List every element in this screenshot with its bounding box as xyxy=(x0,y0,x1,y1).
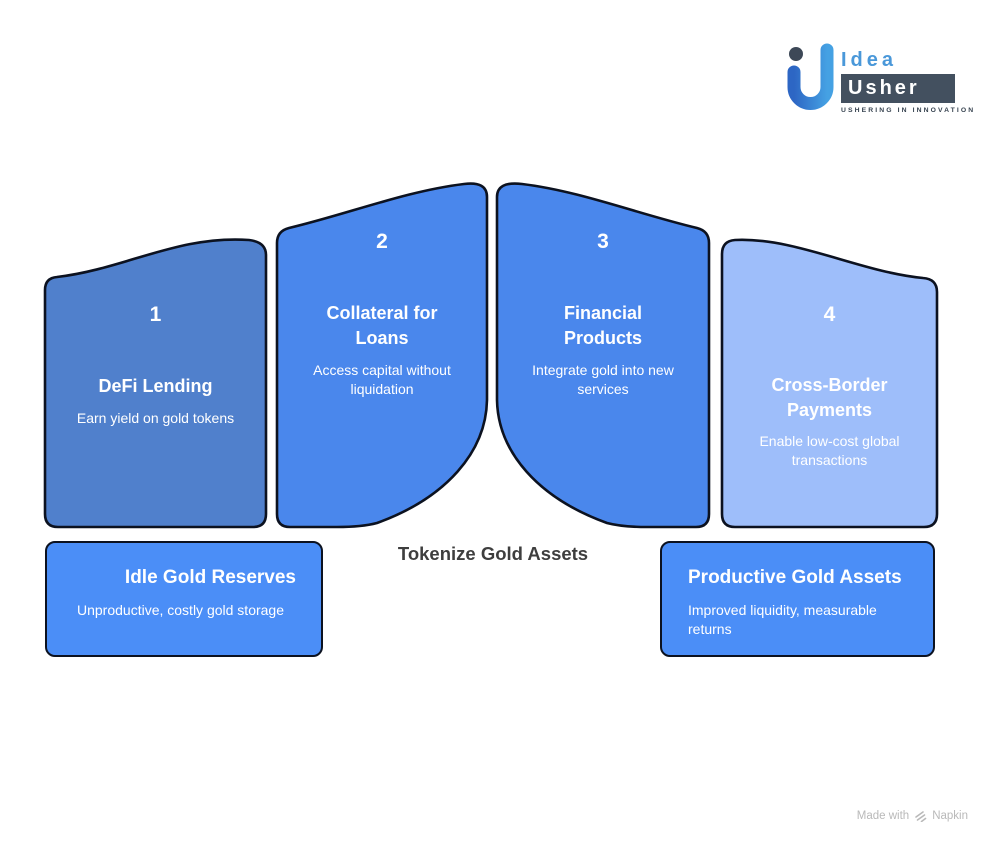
logo-brand-top: Idea xyxy=(841,49,898,71)
panel-2-text: Collateral for Loans Access capital with… xyxy=(277,301,487,399)
idle-gold-reserves-title: Idle Gold Reserves xyxy=(124,567,296,588)
idea-usher-logo: Idea Usher USHERING IN INNOVATION xyxy=(783,40,973,120)
panel-1-number: 1 xyxy=(149,303,162,326)
productive-gold-assets-subtitle: Improved liquidity, measurable returns xyxy=(688,602,877,637)
panel-shape-3 xyxy=(495,182,711,529)
panel-3-subtitle: Integrate gold into new services xyxy=(532,362,674,397)
napkin-icon xyxy=(915,811,927,822)
productive-gold-assets-title: Productive Gold Assets xyxy=(688,567,902,588)
idle-gold-reserves-subtitle: Unproductive, costly gold storage xyxy=(77,602,284,618)
footer-brand: Napkin xyxy=(932,809,968,822)
panel-4-number: 4 xyxy=(823,303,836,326)
idea-usher-u-icon xyxy=(787,43,834,110)
panel-2-subtitle: Access capital without liquidation xyxy=(313,362,451,397)
panel-shape-4 xyxy=(720,238,939,529)
panel-4-number-block: 4 xyxy=(722,303,937,327)
panel-4-subtitle: Enable low-cost global transactions xyxy=(759,433,900,468)
logo-tagline: USHERING IN INNOVATION xyxy=(841,107,976,114)
made-with-napkin-footer: Made with Napkin xyxy=(857,809,968,822)
panel-1-text: DeFi Lending Earn yield on gold tokens xyxy=(45,374,266,428)
panel-shape-1 xyxy=(43,238,268,529)
idle-gold-reserves-box: Idle Gold Reserves Unproductive, costly … xyxy=(45,541,323,657)
panel-3-number-block: 3 xyxy=(497,230,709,254)
panel-2-title: Collateral for Loans xyxy=(326,303,438,348)
panel-3-title: Financial Products xyxy=(563,303,643,348)
arch-diagram-shapes xyxy=(43,182,939,529)
center-title: Tokenize Gold Assets xyxy=(397,543,589,564)
panel-1-title: DeFi Lending xyxy=(98,376,213,396)
panel-4-text: Cross-Border Payments Enable low-cost gl… xyxy=(722,373,937,470)
footer-prefix: Made with xyxy=(856,809,910,822)
logo-text-block: Idea Usher USHERING IN INNOVATION xyxy=(841,48,975,120)
panel-2-number: 2 xyxy=(376,230,388,253)
productive-gold-assets-box: Productive Gold Assets Improved liquidit… xyxy=(660,541,935,657)
panel-3-text: Financial Products Integrate gold into n… xyxy=(497,301,709,399)
panel-2-number-block: 2 xyxy=(277,230,487,254)
panel-3-number: 3 xyxy=(597,230,609,253)
panel-4-title: Cross-Border Payments xyxy=(771,375,888,420)
panel-shape-2 xyxy=(275,182,489,529)
panel-1-number-block: 1 xyxy=(45,303,266,327)
logo-brand-bottom: Usher xyxy=(841,74,955,103)
panel-1-subtitle: Earn yield on gold tokens xyxy=(76,410,235,426)
